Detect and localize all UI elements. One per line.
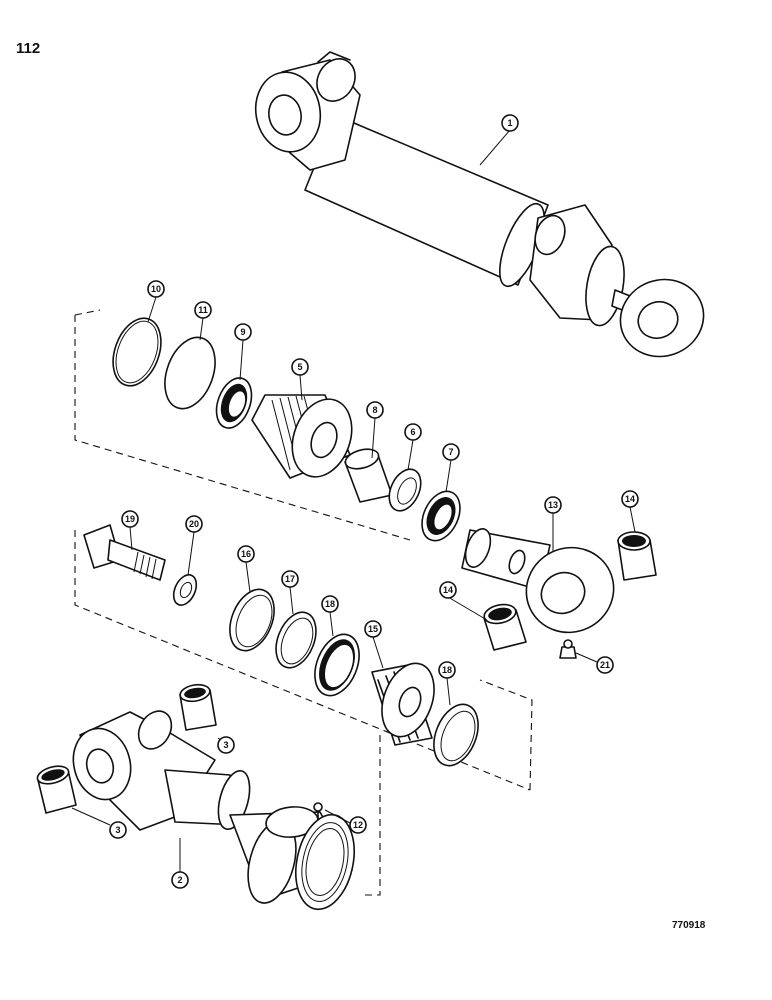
- callout-15: 15: [364, 620, 382, 638]
- figure-code: 770918: [672, 920, 706, 931]
- callout-14-right: 14: [621, 490, 639, 508]
- svg-text:17: 17: [285, 574, 295, 584]
- svg-text:9: 9: [240, 327, 245, 337]
- callout-17: 17: [281, 570, 299, 588]
- svg-text:1: 1: [507, 118, 512, 128]
- part-17-seal: [275, 611, 317, 669]
- callout-3-upper: 3: [217, 736, 235, 754]
- svg-text:2: 2: [177, 875, 182, 885]
- svg-text:14: 14: [625, 494, 635, 504]
- callout-6: 6: [404, 423, 422, 441]
- part-19-bolt: [83, 524, 166, 581]
- callout-16: 16: [237, 545, 255, 563]
- part-5-gland: [251, 394, 353, 479]
- svg-text:15: 15: [368, 624, 378, 634]
- part-12-screw: [313, 802, 323, 821]
- callout-11: 11: [194, 301, 212, 319]
- part-8-bushing: [344, 448, 393, 503]
- part-2-cylinder-tube: [72, 710, 355, 911]
- svg-text:19: 19: [125, 514, 135, 524]
- part-15-piston: [371, 662, 435, 746]
- svg-text:18: 18: [442, 665, 452, 675]
- part-14-bushing-right: [617, 531, 657, 581]
- part-6-seal: [388, 468, 422, 512]
- page-number: 112: [16, 40, 41, 57]
- callout-10: 10: [147, 280, 165, 298]
- part-21-grease-fitting: [559, 639, 577, 659]
- callout-18-lower: 18: [438, 661, 456, 679]
- part-18-ring-lower: [433, 703, 479, 767]
- tube-bracket: [360, 735, 381, 896]
- part-20-washer: [172, 574, 198, 606]
- svg-text:7: 7: [448, 447, 453, 457]
- callout-2: 2: [171, 871, 189, 889]
- part-10-o-ring: [112, 317, 162, 387]
- svg-text:14: 14: [443, 585, 453, 595]
- part-16-wear-ring: [229, 588, 275, 652]
- svg-text:18: 18: [325, 599, 335, 609]
- svg-text:13: 13: [548, 500, 558, 510]
- callout-5: 5: [291, 358, 309, 376]
- callout-18-upper: 18: [321, 595, 339, 613]
- part-9-wiper-seal: [215, 377, 253, 429]
- svg-text:21: 21: [600, 660, 610, 670]
- svg-text:5: 5: [297, 362, 302, 372]
- part-14-bushing-left: [483, 603, 527, 651]
- part-1-cylinder-assembly: [254, 51, 705, 358]
- svg-text:12: 12: [353, 820, 363, 830]
- callout-7: 7: [442, 443, 460, 461]
- svg-text:16: 16: [241, 549, 251, 559]
- callout-3-lower: 3: [109, 821, 127, 839]
- part-11-backup-ring: [164, 336, 216, 410]
- callout-19: 19: [121, 510, 139, 528]
- svg-text:10: 10: [151, 284, 161, 294]
- callout-14-left: 14: [439, 581, 457, 599]
- svg-text:6: 6: [410, 427, 415, 437]
- upper-kit-bracket: [74, 309, 411, 541]
- svg-text:3: 3: [223, 740, 228, 750]
- callout-9: 9: [234, 323, 252, 341]
- svg-text:8: 8: [372, 405, 377, 415]
- part-13-piston-rod: [461, 528, 615, 634]
- part-3-bushing-upper: [179, 683, 217, 731]
- svg-text:20: 20: [189, 519, 199, 529]
- svg-text:11: 11: [198, 305, 208, 315]
- part-18-ring-upper: [314, 633, 360, 697]
- part-7-seal: [421, 490, 461, 542]
- lower-kit-bracket: [74, 530, 533, 791]
- callout-1: 1: [501, 114, 519, 132]
- callout-20: 20: [185, 515, 203, 533]
- svg-text:3: 3: [115, 825, 120, 835]
- callout-13: 13: [544, 496, 562, 514]
- callout-8: 8: [366, 401, 384, 419]
- callout-12: 12: [349, 816, 367, 834]
- part-3-bushing-lower: [36, 765, 77, 814]
- callout-21: 21: [596, 656, 614, 674]
